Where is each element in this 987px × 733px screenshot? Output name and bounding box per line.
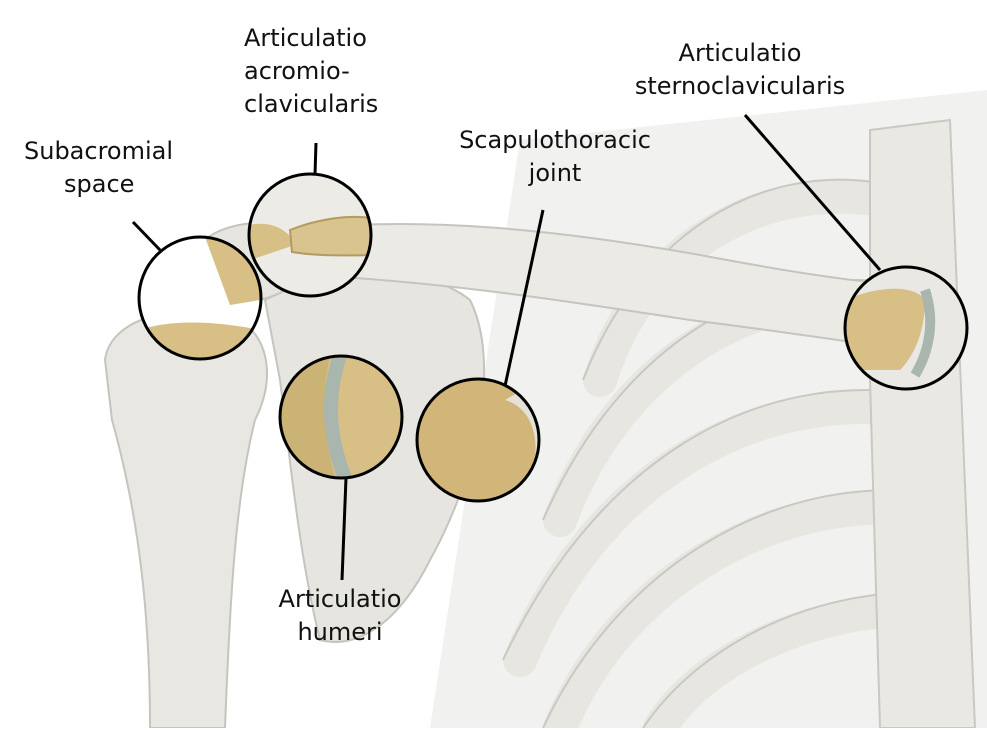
label-line: Articulatio (265, 583, 415, 616)
label-line: clavicularis (244, 88, 404, 121)
label-articulatio-humeri: Articulatio humeri (265, 583, 415, 649)
label-line: Scapulothoracic (445, 124, 665, 157)
label-line: space (24, 168, 224, 201)
label-line: humeri (265, 616, 415, 649)
label-scapulothoracic: Scapulothoracic joint (445, 124, 665, 190)
label-subacromial-space: Subacromial space (24, 135, 224, 201)
label-line: acromio- (244, 55, 404, 88)
label-line: joint (445, 157, 665, 190)
label-acromioclavicular: Articulatio acromio- clavicularis (244, 22, 404, 121)
label-line: Subacromial (24, 135, 224, 168)
label-line: Articulatio (244, 22, 404, 55)
label-line: sternoclavicularis (615, 70, 865, 103)
label-sternoclavicular: Articulatio sternoclavicularis (615, 37, 865, 103)
acromioclavicular-leader (315, 143, 316, 174)
label-line: Articulatio (615, 37, 865, 70)
